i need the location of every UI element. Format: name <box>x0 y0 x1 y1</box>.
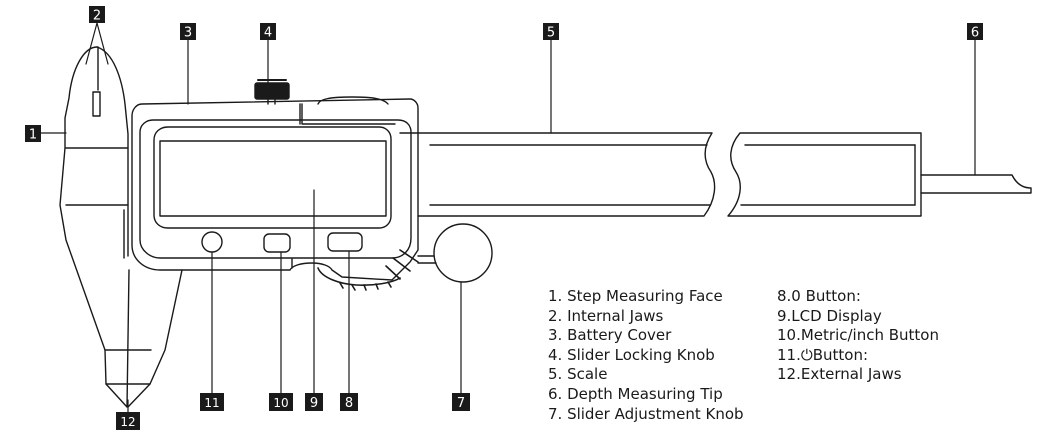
callout-8: 8 <box>340 393 358 411</box>
scale-beam <box>399 132 922 217</box>
callout-12: 12 <box>116 412 140 430</box>
power-button[interactable] <box>201 231 223 253</box>
callout-11: 11 <box>200 393 224 411</box>
depth-rod <box>920 174 1032 194</box>
callout-12-label: 12 <box>120 415 135 429</box>
callout-4: 4 <box>260 23 276 41</box>
callout-6-label: 6 <box>971 26 979 41</box>
legend-item-6: 6. Depth Measuring Tip <box>548 384 723 403</box>
callout-11-label: 11 <box>204 396 219 410</box>
legend-item-8: 8.0 Button: <box>777 287 861 305</box>
legend-item-12: 12.External Jaws <box>777 365 902 384</box>
legend-item-9: 9.LCD Display <box>777 306 882 325</box>
callout-6: 6 <box>967 23 983 41</box>
legend-item-5: 5. Scale <box>548 365 608 384</box>
callout-2: 2 <box>89 6 105 24</box>
callout-10-label: 10 <box>273 396 288 410</box>
callout-7-label: 7 <box>457 396 465 411</box>
legend-item-4: 4. Slider Locking Knob <box>548 345 715 364</box>
thumb-wheel <box>317 249 419 291</box>
callout-3-label: 3 <box>184 26 192 41</box>
leader-lines <box>35 22 976 413</box>
callout-5: 5 <box>543 23 559 41</box>
callout-5-label: 5 <box>547 26 555 41</box>
legend-item-1: 1. Step Measuring Face <box>548 287 723 305</box>
legend-item-7: 7. Slider Adjustment Knob <box>548 404 744 423</box>
callout-10: 10 <box>269 393 293 411</box>
legend-item-10: 10.Metric/inch Button <box>777 326 939 345</box>
metric-inch-button[interactable] <box>263 233 291 253</box>
slider-body <box>131 96 419 281</box>
legend-item-11: 11.⏻Button: <box>777 345 869 364</box>
callout-1-label: 1 <box>29 128 37 143</box>
fixed-jaw <box>59 46 152 408</box>
legend-right: 8.0 Button: 9.LCD Display 10.Metric/inch… <box>777 287 939 385</box>
callout-8-label: 8 <box>345 396 353 411</box>
legend-left: 1. Step Measuring Face 2. Internal Jaws … <box>548 287 744 424</box>
callout-9: 9 <box>305 393 323 411</box>
sliding-jaw <box>127 269 183 408</box>
slider-adjustment-knob <box>417 223 493 283</box>
callout-2-label: 2 <box>93 9 101 24</box>
callout-3: 3 <box>180 23 196 41</box>
lcd-display <box>153 126 392 229</box>
callout-7: 7 <box>452 393 470 411</box>
legend-item-2: 2. Internal Jaws <box>548 306 664 325</box>
callout-4-label: 4 <box>264 26 272 41</box>
callout-9-label: 9 <box>310 396 318 411</box>
slider-locking-knob <box>254 79 290 105</box>
callout-1: 1 <box>25 125 41 143</box>
legend-item-3: 3. Battery Cover <box>548 326 672 345</box>
zero-button[interactable] <box>327 232 363 252</box>
